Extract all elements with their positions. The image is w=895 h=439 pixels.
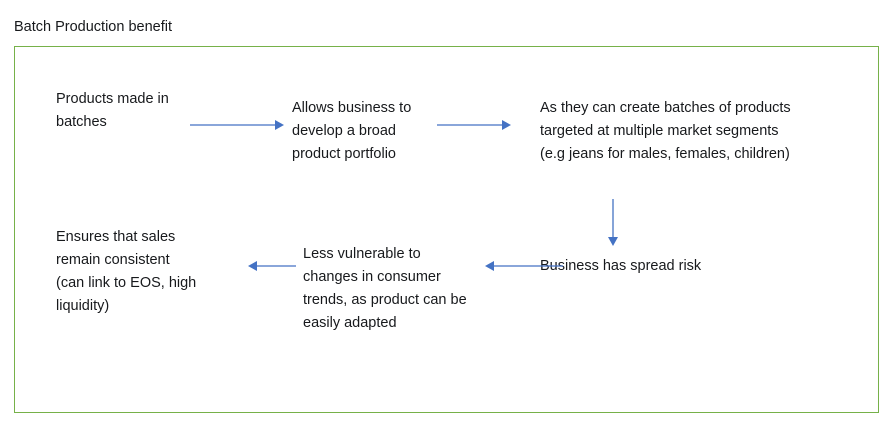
arrow-batches-to-portfolio bbox=[190, 118, 286, 132]
arrow-spread-risk-to-less-vulnerable bbox=[485, 259, 565, 273]
node-allows-business-to-develop-portfolio: Allows business to develop a broad produ… bbox=[292, 100, 412, 162]
node-products-made-in-batches: Products made in batches bbox=[56, 91, 169, 130]
arrow-segments-to-spread-risk bbox=[606, 199, 620, 248]
page-title: Batch Production benefit bbox=[14, 19, 172, 35]
node-business-has-spread-risk: Business has spread risk bbox=[540, 258, 702, 274]
node-ensures-sales-remain-consistent: Ensures that sales remain consistent (ca… bbox=[56, 229, 197, 314]
arrow-portfolio-to-segments bbox=[437, 118, 513, 132]
node-create-batches-targeted-segments: As they can create batches of products t… bbox=[540, 100, 791, 162]
arrow-less-vulnerable-to-ensures-sales bbox=[248, 259, 298, 273]
node-less-vulnerable-to-changes: Less vulnerable to changes in consumer t… bbox=[303, 246, 467, 331]
diagram-frame-border bbox=[14, 46, 879, 413]
